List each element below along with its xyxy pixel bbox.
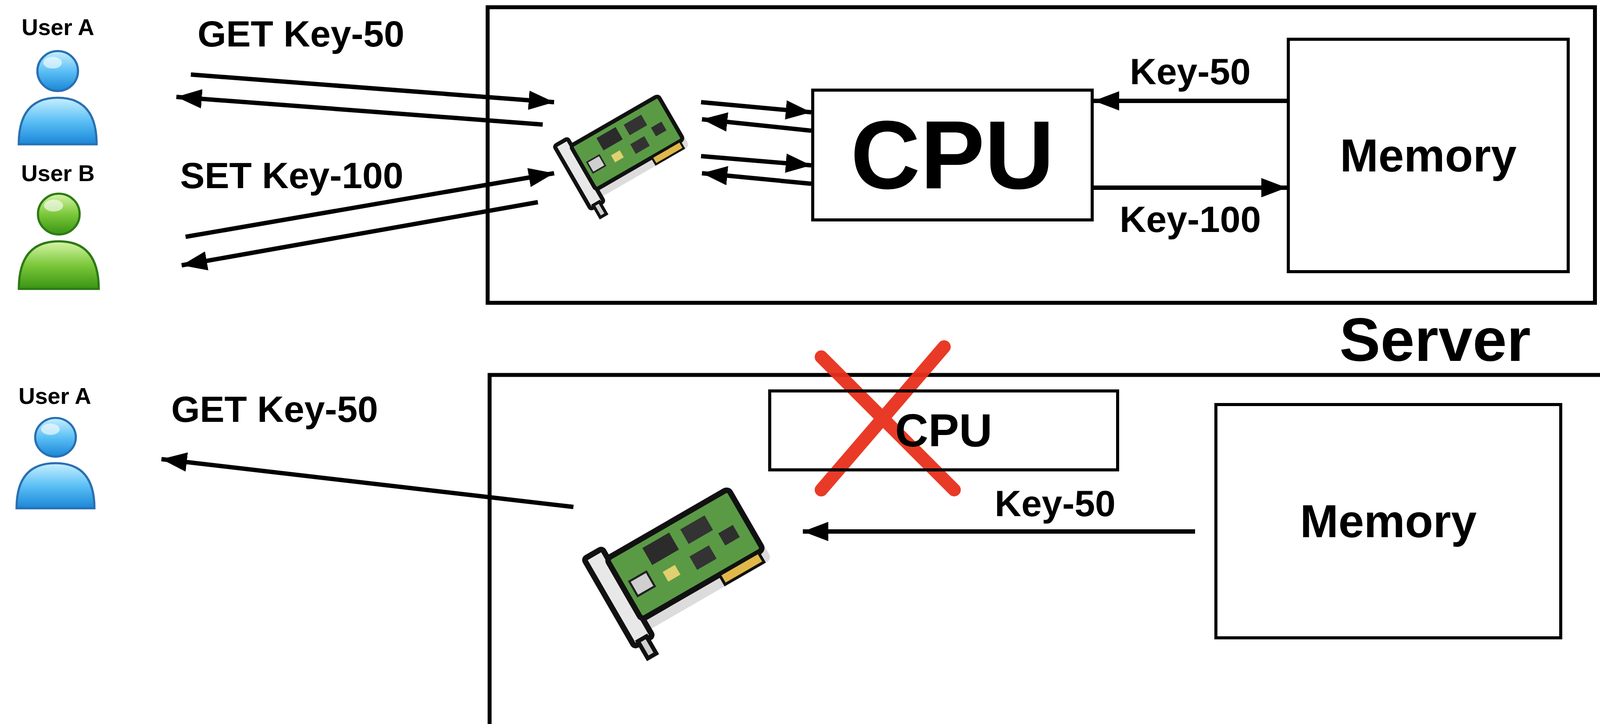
user-label: User A	[18, 14, 97, 40]
server-heading: Server	[1339, 309, 1531, 371]
memory-box: Memory	[1214, 403, 1563, 640]
box-text: Memory	[1299, 498, 1477, 545]
cpu-box: CPU	[768, 389, 1120, 472]
cpu-box: CPU	[811, 88, 1094, 222]
user-icon	[18, 50, 97, 145]
request-label: GET Key-50	[194, 14, 408, 54]
data-label: Key-50	[991, 484, 1119, 523]
user-label: User A	[15, 383, 94, 409]
server-box: ServerCPUMemory	[485, 5, 1597, 305]
box-text: CPU	[850, 107, 1055, 204]
box-text: Memory	[1339, 132, 1517, 179]
edge-label: Key-50	[1127, 52, 1254, 91]
data-arrow	[1093, 98, 1287, 104]
memory-box: Memory	[1286, 37, 1570, 274]
user-icon	[16, 418, 95, 509]
edge-label: Key-100	[1116, 200, 1264, 239]
request-label: SET Key-100	[177, 156, 407, 195]
user-icon	[18, 193, 99, 290]
box-text: CPU	[894, 407, 993, 454]
request-label: GET Key-50	[168, 390, 381, 429]
data-arrow	[1093, 185, 1287, 190]
user-label: User B	[18, 161, 98, 186]
